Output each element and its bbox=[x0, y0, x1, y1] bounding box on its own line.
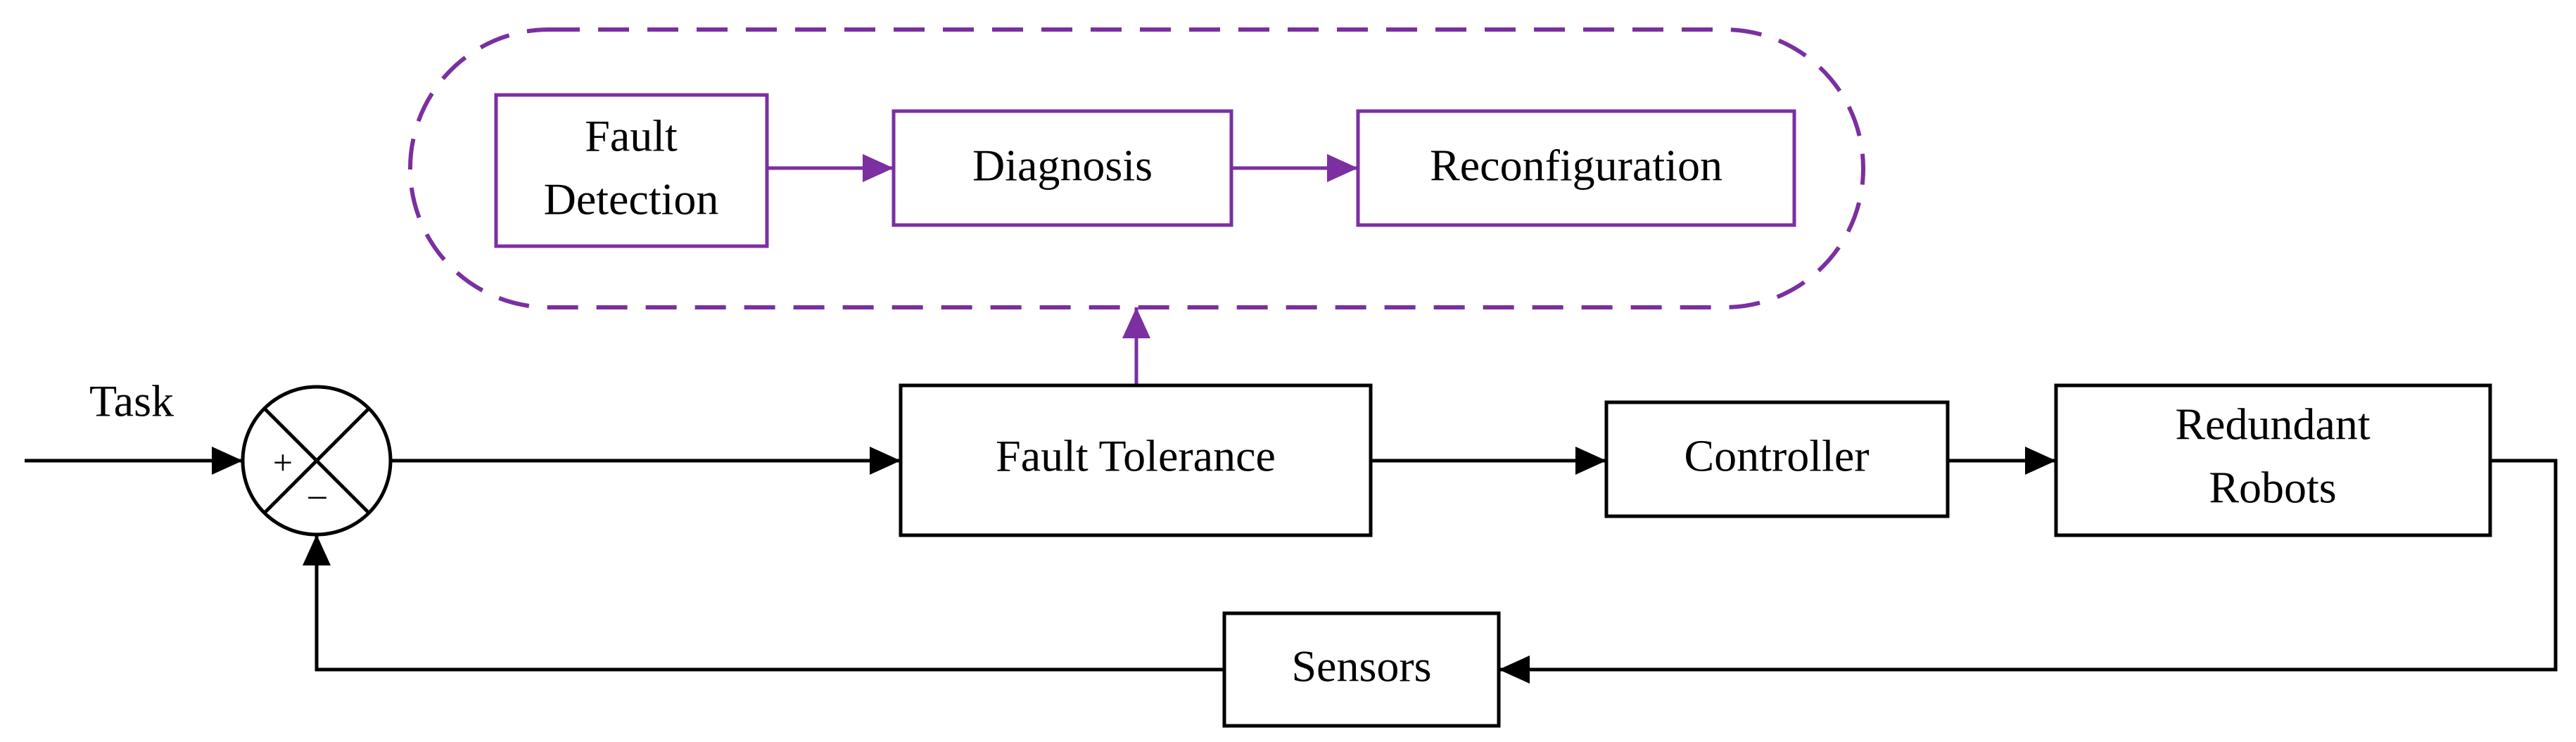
summing-junction: + – bbox=[241, 385, 393, 537]
fault-handling-group-outline bbox=[408, 27, 1865, 309]
controller-block: Controller bbox=[1604, 400, 1950, 518]
fault-tolerance-label: Fault Tolerance bbox=[996, 431, 1276, 481]
diagnosis-label: Diagnosis bbox=[972, 141, 1153, 191]
redundant-robots-block: Redundant Robots bbox=[2054, 383, 2492, 537]
redundant-robots-label-line2: Robots bbox=[2209, 463, 2336, 513]
sensors-to-summing-feedback-arrow bbox=[303, 535, 1224, 672]
reconfiguration-label: Reconfiguration bbox=[1430, 141, 1722, 191]
fault-tolerance-block: Fault Tolerance bbox=[899, 383, 1373, 537]
fault-detection-block: Fault Detection bbox=[494, 93, 769, 248]
robots-to-sensors-feedback-arrow bbox=[1499, 459, 2558, 684]
fault-detection-label-line1: Fault bbox=[585, 111, 678, 161]
sensors-label: Sensors bbox=[1291, 641, 1431, 691]
diagnosis-block: Diagnosis bbox=[892, 109, 1233, 227]
redundant-robots-label-line1: Redundant bbox=[2175, 399, 2371, 449]
summing-plus-sign: + bbox=[273, 442, 293, 482]
sensors-block: Sensors bbox=[1222, 611, 1501, 728]
reconfiguration-block: Reconfiguration bbox=[1356, 109, 1796, 227]
fault-detection-label-line2: Detection bbox=[544, 174, 719, 224]
summing-minus-sign: – bbox=[308, 474, 327, 513]
task-label: Task bbox=[89, 376, 174, 426]
controller-label: Controller bbox=[1684, 431, 1869, 481]
